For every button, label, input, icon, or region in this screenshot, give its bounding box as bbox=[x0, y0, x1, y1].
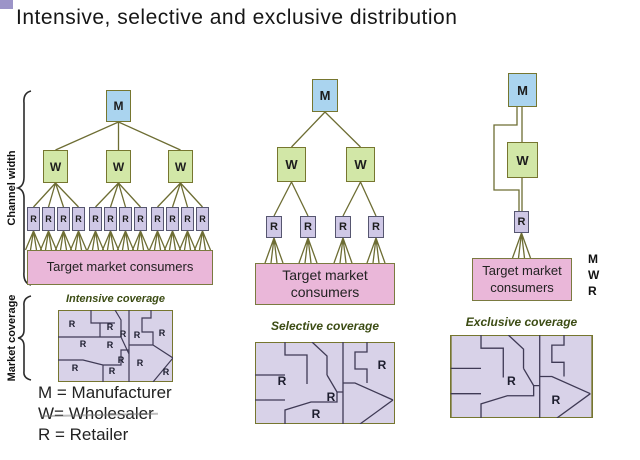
intensive-coverage-title: Intensive coverage bbox=[65, 293, 166, 305]
map-retailer-label: R bbox=[159, 328, 166, 338]
intensive-wholesaler-node: W bbox=[106, 150, 131, 183]
intensive-retailer-node: R bbox=[57, 207, 70, 231]
map-retailer-label: R bbox=[278, 374, 287, 388]
map-retailer-label: R bbox=[137, 358, 144, 368]
selective-wholesaler-node: W bbox=[277, 147, 306, 182]
exclusive-map-territory-lines bbox=[450, 335, 591, 418]
side-legend-m: M bbox=[588, 252, 598, 266]
exclusive-wholesaler-node: W bbox=[507, 142, 538, 178]
exclusive-r-to-consumers-fan bbox=[511, 232, 532, 259]
channel-width-bracket bbox=[15, 90, 32, 286]
exclusive-manufacturer-node: M bbox=[508, 73, 537, 107]
intensive-retailer-node: R bbox=[72, 207, 85, 231]
map-retailer-label: R bbox=[378, 358, 387, 372]
selective-wholesaler-node: W bbox=[346, 147, 375, 182]
map-retailer-label: R bbox=[72, 363, 79, 373]
side-legend-column: M W R bbox=[588, 251, 599, 299]
intensive-w-to-r-lines bbox=[33, 182, 203, 208]
legend: M = Manufacturer W= Wholesaler R = Retai… bbox=[38, 382, 172, 445]
map-retailer-label: R bbox=[507, 374, 516, 388]
selective-retailer-node: R bbox=[335, 216, 351, 238]
intensive-map-territory-lines bbox=[58, 310, 173, 382]
intensive-retailer-node: R bbox=[134, 207, 147, 231]
selective-w-to-r-lines bbox=[273, 181, 377, 217]
intensive-manufacturer-node: M bbox=[106, 90, 131, 122]
intensive-retailer-node: R bbox=[42, 207, 55, 231]
selective-consumers-label-line2: consumers bbox=[290, 284, 360, 300]
intensive-m-to-w-lines bbox=[55, 121, 181, 151]
corner-accent-square bbox=[0, 0, 13, 9]
intensive-r-to-consumers-fans bbox=[24, 230, 212, 251]
map-retailer-label: R bbox=[69, 319, 76, 329]
intensive-retailer-node: R bbox=[151, 207, 164, 231]
side-legend-r: R bbox=[588, 284, 597, 298]
exclusive-coverage-map: R R bbox=[450, 335, 593, 418]
selective-coverage-map: R R R R bbox=[255, 342, 395, 424]
selective-consumers-label-line1: Target market bbox=[282, 266, 368, 283]
exclusive-consumers-box: Target market consumers bbox=[472, 258, 572, 301]
market-coverage-bracket bbox=[17, 295, 32, 381]
intensive-retailer-node: R bbox=[104, 207, 117, 231]
legend-retailer: R = Retailer bbox=[38, 425, 129, 444]
selective-m-to-w-lines bbox=[291, 111, 361, 148]
selective-map-territory-lines bbox=[255, 342, 394, 424]
map-retailer-label: R bbox=[552, 393, 561, 407]
selective-consumers-box: Target market consumers bbox=[255, 263, 395, 305]
intensive-wholesaler-node: W bbox=[168, 150, 193, 183]
intensive-retailer-node: R bbox=[166, 207, 179, 231]
map-retailer-label: R bbox=[163, 367, 170, 377]
map-retailer-label: R bbox=[107, 340, 114, 350]
intensive-retailer-node: R bbox=[89, 207, 102, 231]
page-title: Intensive, selective and exclusive distr… bbox=[16, 6, 458, 29]
selective-manufacturer-node: M bbox=[312, 79, 338, 112]
intensive-retailer-node: R bbox=[27, 207, 40, 231]
channel-width-label: Channel width bbox=[6, 150, 18, 226]
exclusive-map-border bbox=[450, 335, 593, 418]
exclusive-retailer-node: R bbox=[514, 211, 529, 233]
map-retailer-label: R bbox=[327, 390, 336, 404]
intensive-retailer-node: R bbox=[119, 207, 132, 231]
side-legend-w: W bbox=[588, 268, 600, 282]
intensive-consumers-label: Target market consumers bbox=[46, 259, 194, 275]
intensive-wholesaler-node: W bbox=[43, 150, 68, 183]
intensive-retailer-node: R bbox=[181, 207, 194, 231]
selective-map-border bbox=[255, 342, 395, 424]
map-retailer-label: R bbox=[107, 322, 114, 332]
map-retailer-label: R bbox=[120, 329, 127, 339]
map-retailer-label: R bbox=[118, 355, 125, 365]
exclusive-consumers-label-line1: Target market bbox=[482, 263, 562, 279]
map-retailer-label: R bbox=[109, 366, 116, 376]
selective-retailer-node: R bbox=[266, 216, 282, 238]
exclusive-consumers-label-line2: consumers bbox=[490, 279, 554, 295]
exclusive-coverage-title: Exclusive coverage bbox=[465, 315, 578, 329]
intensive-retailer-node: R bbox=[196, 207, 209, 231]
selective-r-to-consumers-fans bbox=[264, 237, 386, 264]
exclusive-bypass-line bbox=[493, 107, 520, 211]
intensive-consumers-box: Target market consumers bbox=[27, 250, 213, 285]
selective-coverage-title: Selective coverage bbox=[270, 319, 380, 333]
intensive-coverage-map: R R R R R R R R R R R R bbox=[58, 310, 173, 382]
map-retailer-label: R bbox=[312, 407, 321, 421]
map-retailer-label: R bbox=[134, 330, 141, 340]
selective-retailer-node: R bbox=[300, 216, 316, 238]
market-coverage-label: Market coverage bbox=[6, 294, 18, 382]
legend-manufacturer: M = Manufacturer bbox=[38, 383, 172, 402]
map-retailer-label: R bbox=[80, 339, 87, 349]
selective-retailer-node: R bbox=[368, 216, 384, 238]
